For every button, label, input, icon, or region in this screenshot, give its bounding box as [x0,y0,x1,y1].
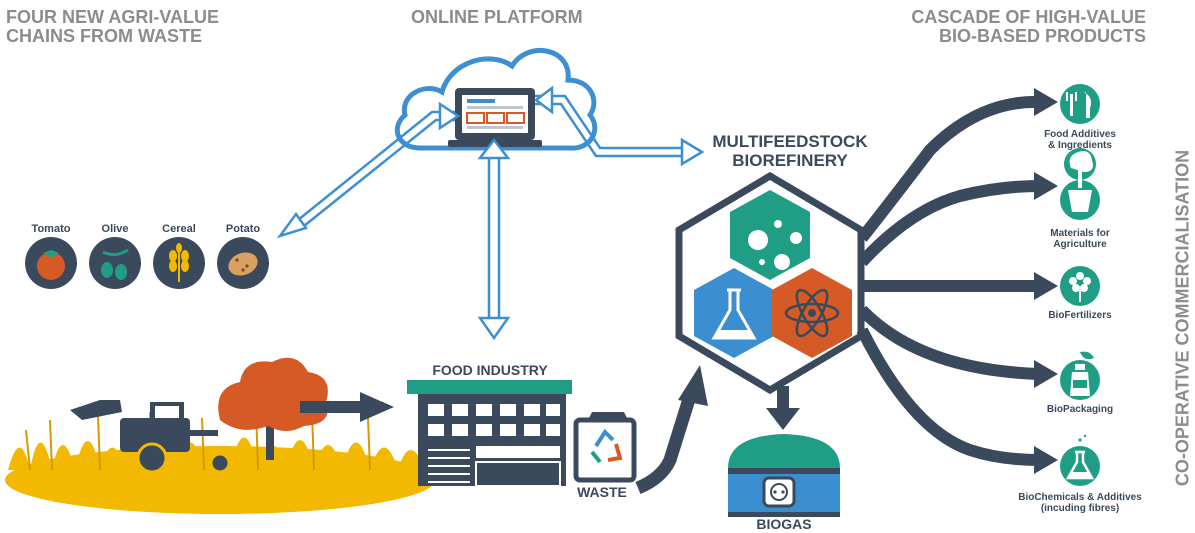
side-label-commercialisation: CO-OPERATIVE COMMERCIALISATION [1172,149,1193,487]
crop-label-cereal: Cereal [162,223,196,235]
header-online-platform: ONLINE PLATFORM [411,7,583,27]
food-industry-building [407,380,572,487]
waste-label: WASTE [577,484,627,500]
food-industry-label: FOOD INDUSTRY [432,362,548,378]
crop-olive [89,237,141,289]
product-biopackaging [1060,351,1100,400]
product-materials-agriculture [1060,148,1100,220]
product-label-materials-agriculture: Materials for Agriculture [1050,228,1110,250]
biogas-dome [728,434,840,517]
arrow-biorefinery-to-biogas [766,386,800,430]
header-agri-value-chains: FOUR NEW AGRI-VALUE CHAINS FROM WASTE [6,7,219,46]
product-food-additives [1060,84,1100,124]
flask-hexagon [694,268,774,358]
product-label-food-additives: Food Additives & Ingredients [1044,129,1116,151]
output-arrows [856,95,1041,466]
monitor-icon [448,88,542,147]
crop-potato [217,237,269,289]
arrow-platform-to-crops [276,101,461,239]
product-biofertilizers [1060,266,1100,306]
bubbles-hexagon [730,190,810,280]
waste-bin-icon [573,412,637,483]
biorefinery-hexagon [675,171,865,395]
arrow-waste-to-biorefinery [635,365,708,494]
atom-hexagon [772,268,852,358]
harvester-icon [70,400,231,474]
product-label-biochemicals: BioChemicals & Additives (incuding fibre… [1018,492,1142,514]
crop-label-olive: Olive [101,223,129,235]
arrow-field-to-food-industry [300,392,394,422]
product-biochemicals [1060,434,1100,486]
biogas-label: BIOGAS [756,516,812,532]
product-label-biopackaging: BioPackaging [1046,404,1114,415]
arrow-platform-to-biorefinery [533,85,705,167]
output-arrowheads [1034,88,1058,474]
header-cascade-products: CASCADE OF HIGH-VALUE BIO-BASED PRODUCTS [911,7,1146,46]
product-label-biofertilizers: BioFertilizers [1048,310,1112,321]
crop-cereal [153,237,205,289]
crop-tomato [25,237,77,289]
crop-label-potato: Potato [225,223,261,235]
crop-label-tomato: Tomato [31,223,71,235]
biorefinery-label: MULTIFEEDSTOCK BIOREFINERY [712,132,868,170]
arrow-platform-to-food-industry [477,137,511,341]
